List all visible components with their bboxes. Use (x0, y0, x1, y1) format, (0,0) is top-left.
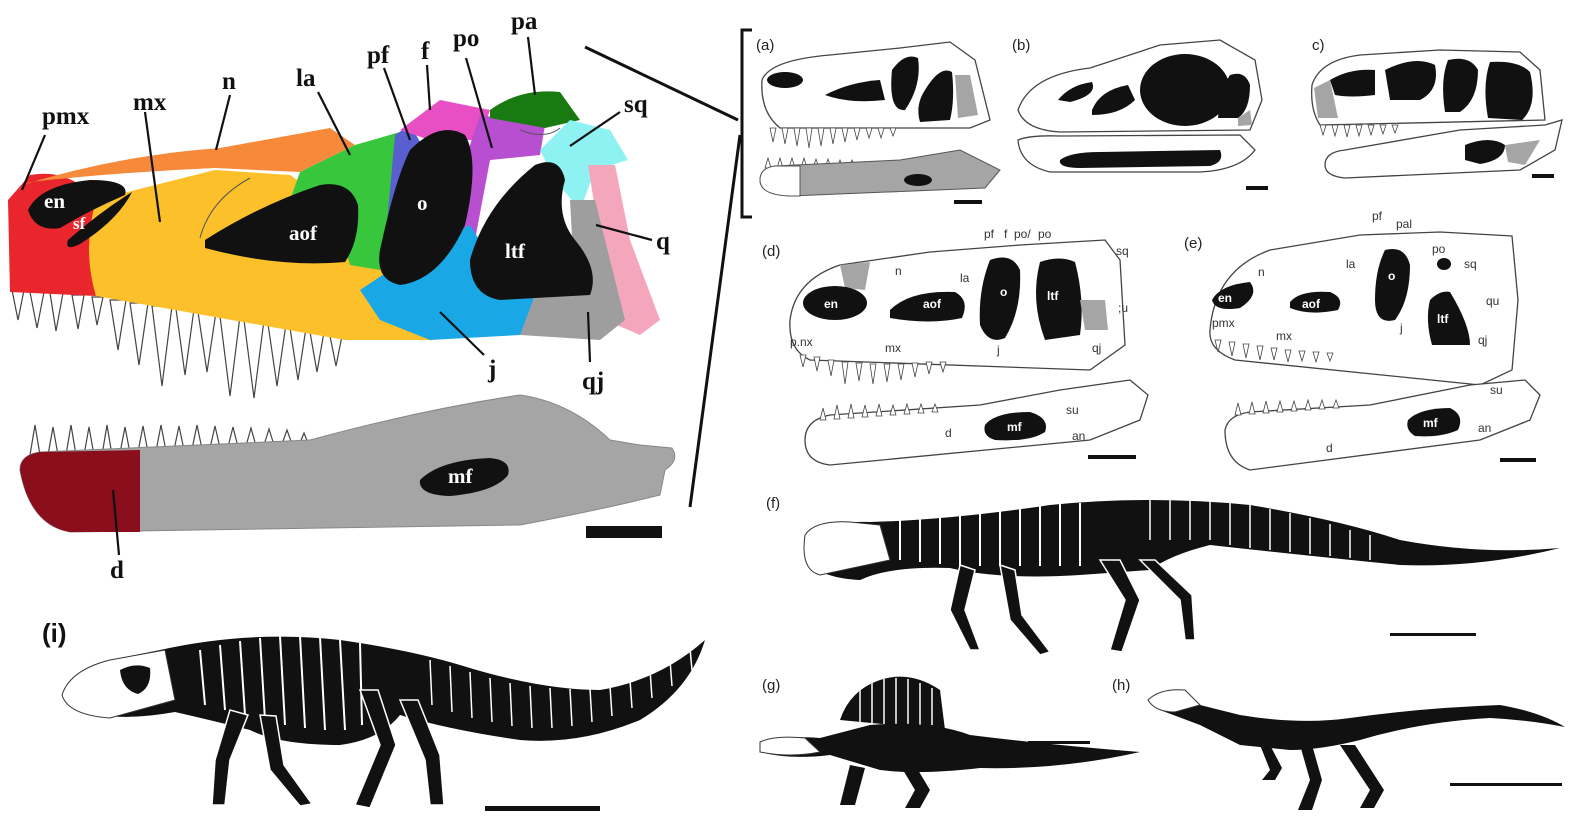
d-label-u: ;u (1118, 301, 1128, 315)
e-label-po: po (1432, 242, 1446, 256)
d-label-an: an (1072, 429, 1085, 443)
d-label-qj: qj (1092, 341, 1101, 355)
d-label-poi: po/ (1014, 227, 1031, 241)
panel-c: c) (1312, 37, 1562, 178)
label-f: f (421, 38, 430, 65)
e-label-aof: aof (1302, 297, 1321, 311)
label-en: en (44, 189, 65, 213)
e-label-qj: qj (1478, 333, 1487, 347)
main-mandible (20, 395, 675, 532)
e-label-pal: pal (1396, 217, 1412, 231)
d-label-la: la (960, 271, 970, 285)
d-label-f: f (1004, 227, 1008, 241)
d-label-sq: sq (1116, 244, 1129, 258)
panel-g-label: (g) (762, 677, 780, 694)
e-label-an: an (1478, 421, 1491, 435)
e-label-d: d (1326, 441, 1333, 455)
panel-h: (h) (1112, 677, 1565, 810)
label-mf: mf (448, 464, 473, 488)
label-j: j (487, 356, 496, 383)
e-label-n: n (1258, 265, 1265, 279)
e-label-o: o (1388, 269, 1395, 283)
e-label-la: la (1346, 257, 1356, 271)
panel-d: (d) pf f po/ po sq ;u n la (762, 227, 1148, 465)
panel-e: (e) pf pal po sq qu n la pmx mx (1184, 209, 1540, 470)
label-d: d (110, 557, 124, 584)
d-label-mx: mx (885, 341, 901, 355)
label-q: q (656, 228, 670, 255)
e-label-pmx: pmx (1212, 316, 1235, 330)
label-pa: pa (511, 8, 538, 35)
panel-a: (a) (756, 37, 1000, 204)
label-qj: qj (582, 368, 604, 395)
d-label-pmx: p.nx (790, 335, 813, 349)
panel-f-label: (f) (766, 495, 780, 512)
label-pf: pf (367, 42, 390, 69)
panel-b: (b) (1012, 37, 1268, 190)
d-label-su: su (1066, 403, 1079, 417)
panel-h-label: (h) (1112, 677, 1130, 694)
main-skull (8, 91, 660, 398)
e-label-qu: qu (1486, 294, 1499, 308)
panel-g: (g) (760, 677, 1140, 808)
e-label-pf: pf (1372, 209, 1383, 223)
dentary-bone (20, 450, 140, 532)
d-label-o: o (1000, 285, 1007, 299)
d-label-j: j (996, 343, 1000, 357)
panel-i: (i) (42, 618, 705, 811)
panel-d-label: (d) (762, 243, 780, 260)
label-mx: mx (133, 89, 167, 116)
label-ltf: ltf (505, 239, 526, 263)
d-label-en: en (824, 297, 838, 311)
e-label-en: en (1218, 291, 1232, 305)
label-sf: sf (73, 214, 86, 233)
d-label-aof: aof (923, 297, 942, 311)
label-pmx: pmx (42, 103, 90, 130)
e-label-su: su (1490, 383, 1503, 397)
panel-e-label: (e) (1184, 235, 1202, 252)
label-po: po (453, 25, 479, 52)
label-aof: aof (289, 221, 318, 245)
e-label-mf: mf (1423, 416, 1439, 430)
label-n: n (222, 68, 236, 95)
d-label-ltf: ltf (1047, 289, 1059, 303)
d-label-po: po (1038, 227, 1052, 241)
label-sq: sq (624, 91, 648, 118)
label-la: la (296, 65, 316, 92)
d-label-pf: pf (984, 227, 995, 241)
d-label-d: d (945, 426, 952, 440)
panel-a-label: (a) (756, 37, 774, 54)
e-label-mx: mx (1276, 329, 1292, 343)
e-label-ltf: ltf (1437, 312, 1449, 326)
d-label-mf: mf (1007, 420, 1023, 434)
e-label-j: j (1399, 321, 1403, 335)
d-label-n: n (895, 264, 902, 278)
panel-b-label: (b) (1012, 37, 1030, 54)
panel-f: (f) (766, 495, 1560, 655)
label-o: o (417, 191, 428, 215)
scale-bar (586, 526, 662, 538)
panel-i-label: (i) (42, 618, 67, 648)
panel-c-label: c) (1312, 37, 1325, 54)
e-label-sq: sq (1464, 257, 1477, 271)
